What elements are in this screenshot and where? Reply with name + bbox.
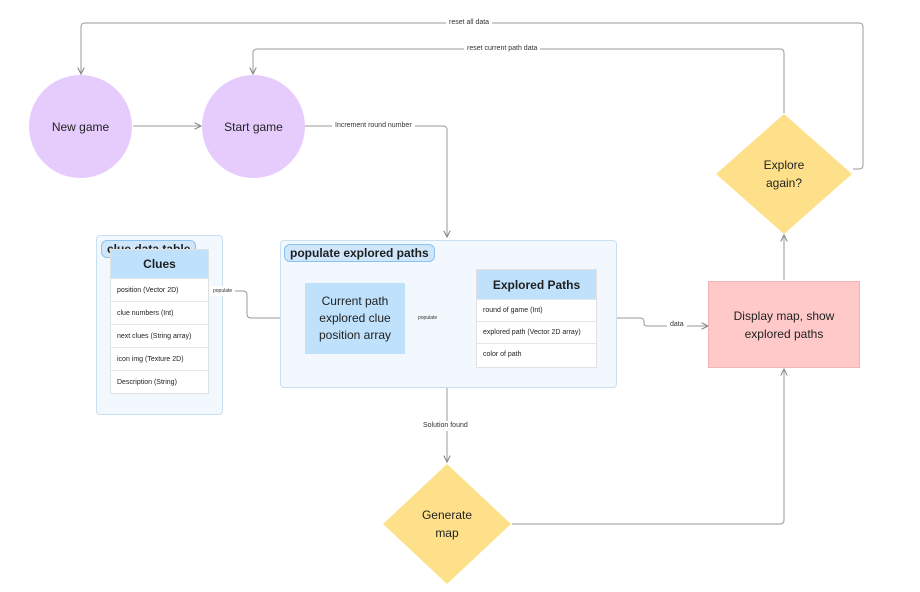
label-populate-2: populate — [415, 313, 441, 323]
current-path-node: Current path explored clue position arra… — [305, 283, 405, 354]
label-data: data — [667, 320, 687, 330]
explore-again-line1: Explore — [763, 158, 805, 172]
edge-data — [596, 317, 708, 326]
display-map-line1: Display map, show — [733, 308, 835, 323]
table-row: round of game (Int) — [477, 299, 596, 321]
label-populate-1: populate — [210, 286, 236, 296]
edge-populate-1 — [208, 290, 302, 318]
start-game-node: Start game — [202, 75, 305, 178]
current-path-line3: position array — [318, 328, 392, 342]
table-row: explored path (Vector 2D array) — [477, 321, 596, 343]
table-row: clue numbers (Int) — [111, 301, 208, 324]
display-map-line2: explored paths — [744, 326, 824, 341]
edge-generate-to-display — [512, 369, 784, 525]
table-row: position (Vector 2D) — [111, 278, 208, 301]
label-reset-all: reset all data — [446, 18, 493, 28]
explored-paths-table: Explored Paths round of game (Int) explo… — [476, 269, 597, 368]
clues-table: Clues position (Vector 2D) clue numbers … — [110, 249, 209, 394]
new-game-label: New game — [51, 119, 110, 134]
generate-map-node: Generate map — [382, 463, 512, 585]
label-reset-current: reset current path data — [464, 44, 541, 54]
start-game-label: Start game — [224, 119, 283, 134]
explore-again-node: Explore again? — [715, 113, 853, 235]
table-row: Description (String) — [111, 370, 208, 393]
current-path-line2: explored clue — [319, 311, 391, 325]
generate-map-line2: map — [435, 526, 459, 540]
edge-start-to-populate — [305, 125, 447, 237]
explore-again-diamond-shape — [716, 114, 852, 234]
display-map-node: Display map, show explored paths — [708, 281, 860, 368]
generate-map-line1: Generate — [421, 508, 473, 522]
table-row: color of path — [477, 343, 596, 365]
edge-reset-current — [253, 48, 785, 113]
clues-table-header: Clues — [111, 250, 208, 278]
explore-again-line2: again? — [765, 176, 803, 190]
explored-section-title: populate explored paths — [284, 244, 435, 262]
generate-map-diamond-shape — [383, 464, 511, 584]
new-game-node: New game — [29, 75, 132, 178]
edge-reset-all — [81, 22, 864, 170]
table-row: icon img (Texture 2D) — [111, 347, 208, 370]
explored-paths-table-header: Explored Paths — [477, 270, 596, 299]
label-increment-round: Increment round number — [332, 121, 415, 131]
current-path-line1: Current path — [321, 294, 389, 308]
label-solution-found: Solution found — [420, 421, 471, 431]
table-row: next clues (String array) — [111, 324, 208, 347]
